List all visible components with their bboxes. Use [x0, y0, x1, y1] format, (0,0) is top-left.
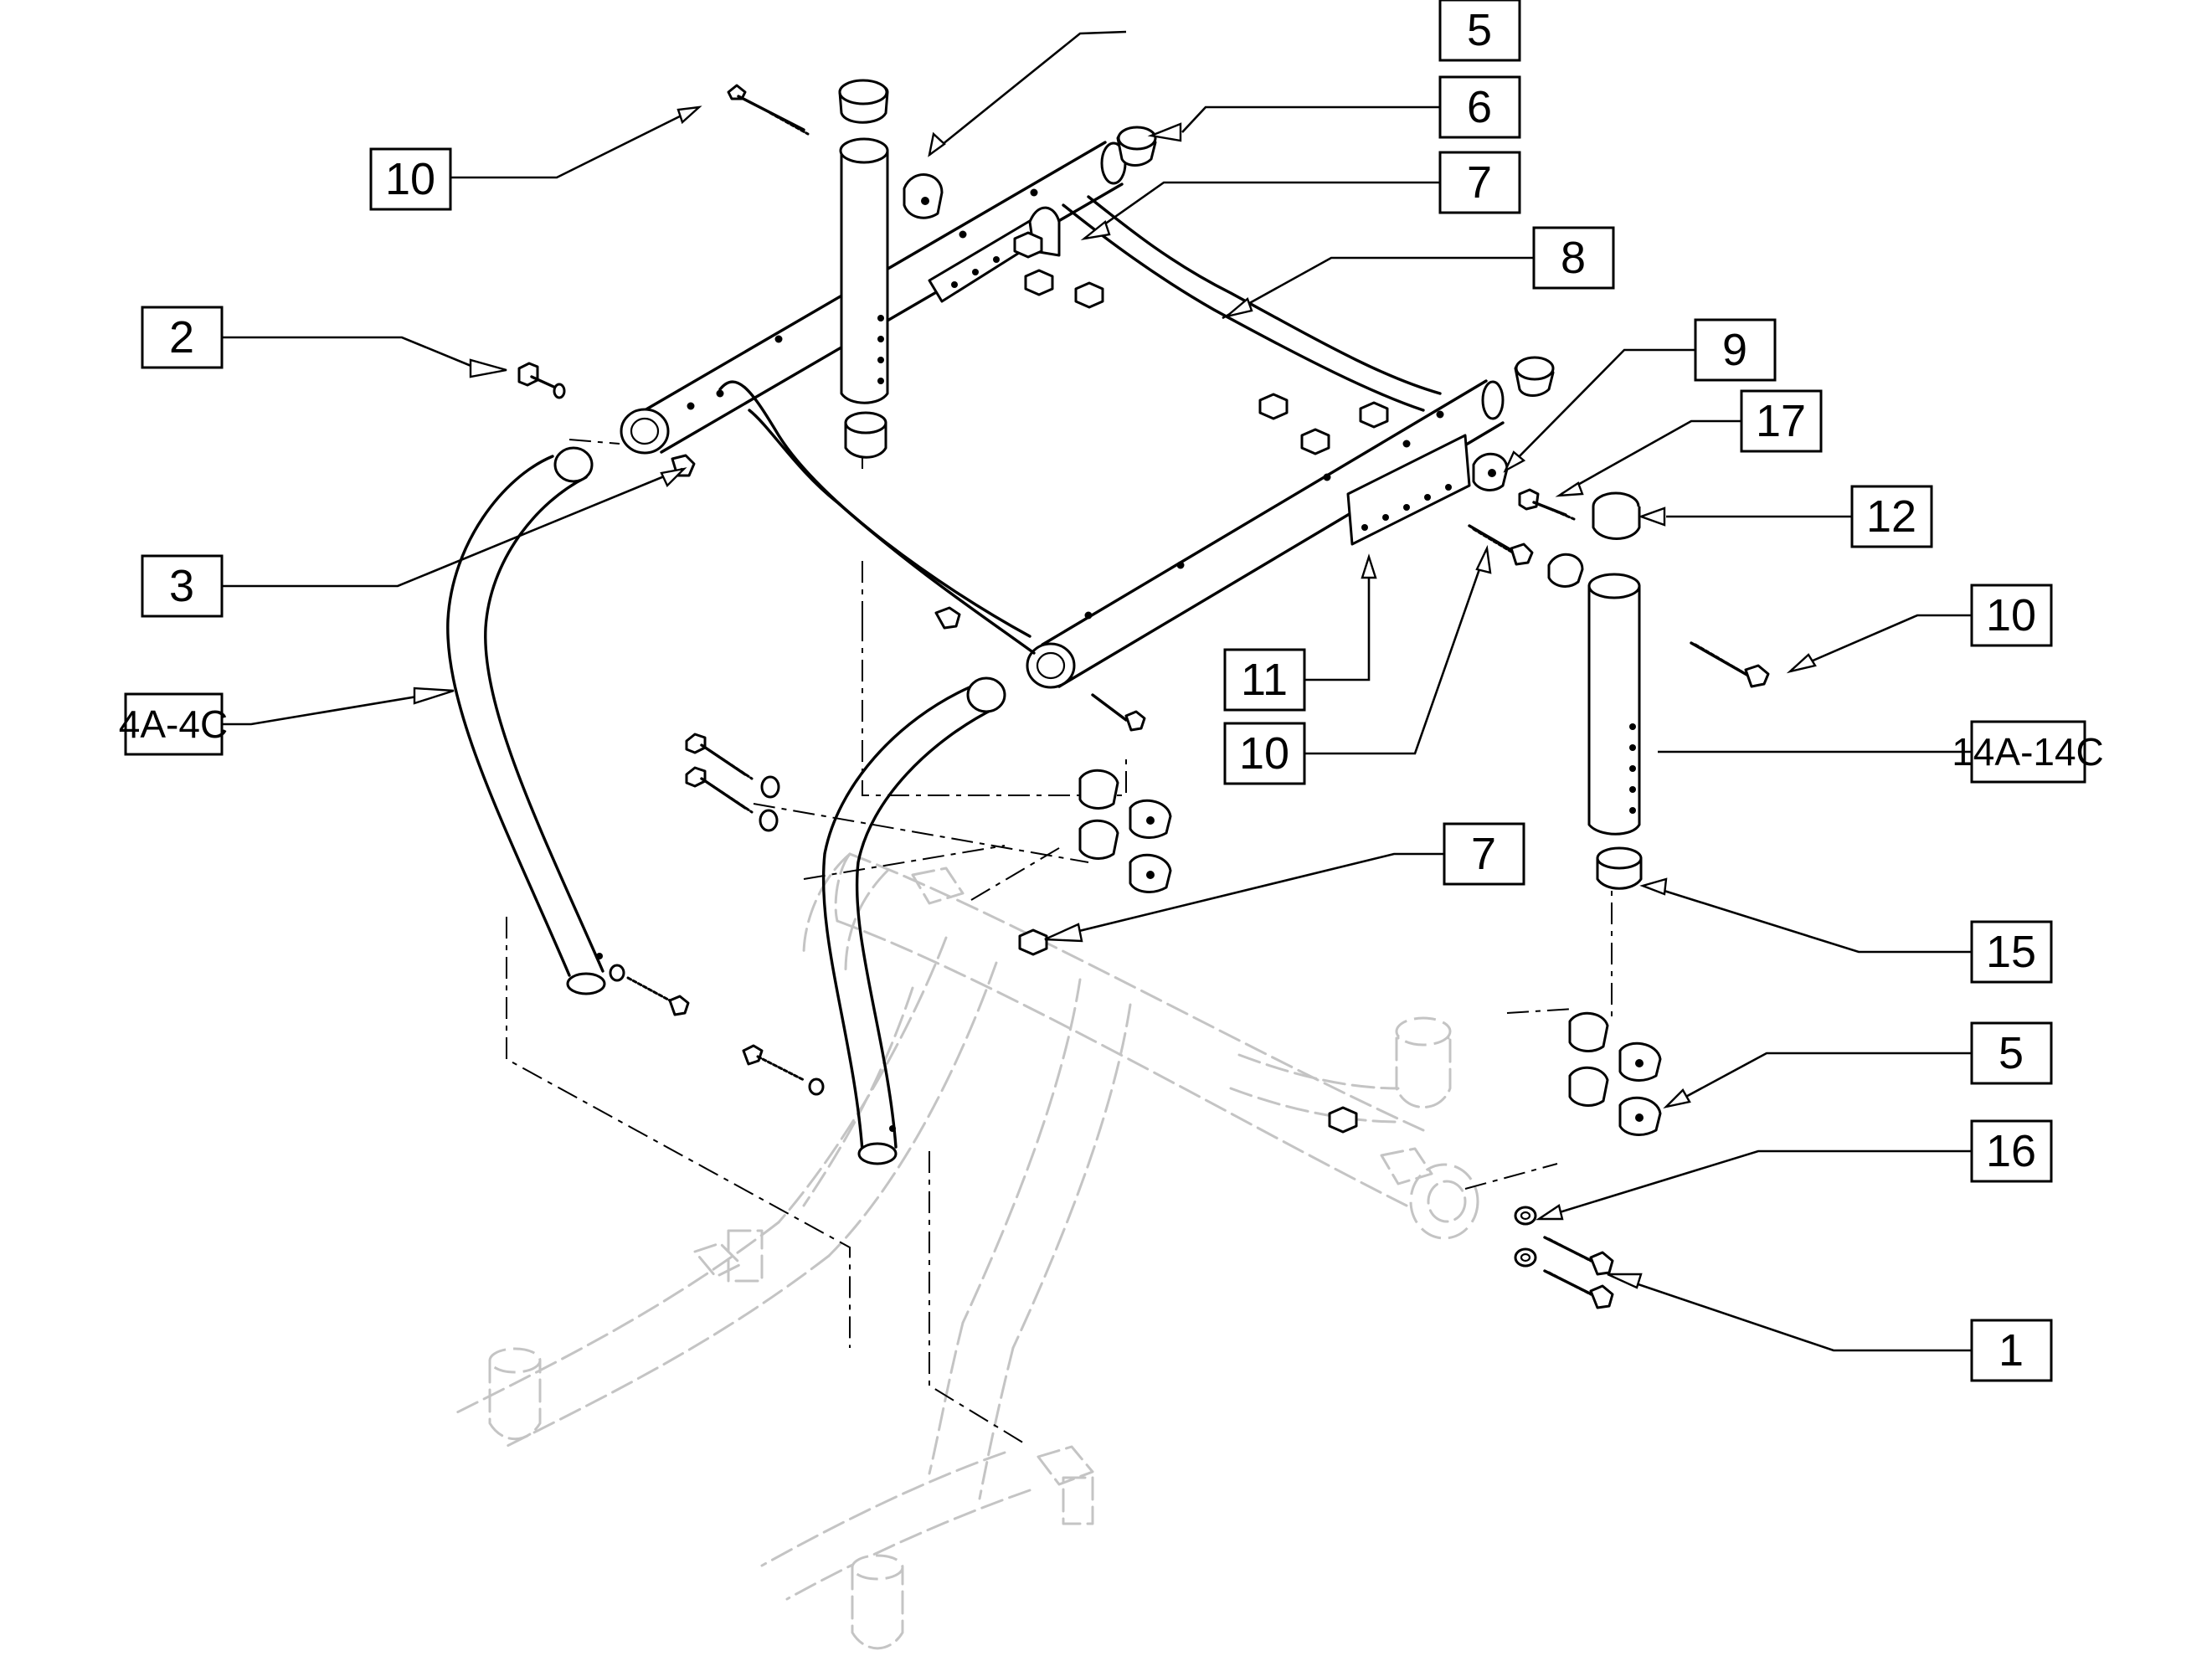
callout-label: 14A-14C	[1952, 730, 2104, 774]
locknuts	[1013, 231, 1389, 1134]
callout-c10b: 10	[1970, 584, 2053, 647]
callout-c16: 16	[1970, 1119, 2053, 1183]
spacers-upper	[903, 173, 1584, 588]
arm-tubes	[446, 446, 1006, 1165]
mounting-blocks	[1078, 769, 1662, 1136]
callout-c5b: 5	[1970, 1021, 2053, 1085]
callout-label: 2	[169, 312, 194, 363]
callout-label: 10	[1239, 728, 1289, 779]
callout-label: 3	[169, 561, 194, 611]
end-bushings	[1116, 126, 1555, 397]
callout-c1: 1	[1970, 1319, 2053, 1382]
callout-label: 17	[1756, 396, 1806, 446]
callout-label: 1	[1999, 1325, 2024, 1376]
callout-c9: 9	[1694, 318, 1777, 382]
callout-c11: 11	[1223, 648, 1306, 712]
callout-c12: 12	[1850, 485, 1933, 548]
callout-c6: 6	[1438, 75, 1521, 139]
callout-c3: 3	[141, 554, 224, 618]
seat-frame-assembly	[620, 141, 1505, 689]
callout-label: 9	[1722, 325, 1747, 375]
callout-c10a: 10	[369, 147, 452, 211]
callout-label: 10	[1986, 590, 2036, 640]
callout-label: 10	[385, 154, 435, 204]
callout-label: 5	[1467, 5, 1492, 55]
callout-c10c: 10	[1223, 722, 1306, 785]
callout-label: 7	[1467, 157, 1492, 208]
callout-c8: 8	[1532, 226, 1615, 290]
callout-label: 7	[1471, 829, 1496, 879]
callout-c7a: 7	[1438, 151, 1521, 214]
callout-c17: 17	[1740, 389, 1823, 453]
callout-c7b: 7	[1443, 822, 1525, 886]
callout-label: 15	[1986, 927, 2036, 977]
callout-c4: 4A-4C	[119, 692, 228, 756]
callout-label: 4A-4C	[119, 702, 228, 746]
callout-label: 12	[1866, 491, 1916, 542]
base-frame-reference	[450, 852, 1479, 1650]
callout-c14: 14A-14C	[1952, 720, 2104, 784]
callout-c15: 15	[1970, 920, 2053, 984]
callout-c5a: 5	[1438, 0, 1521, 62]
callout-label: 11	[1241, 655, 1288, 705]
callout-label: 16	[1986, 1126, 2036, 1176]
bolts-and-screws	[517, 84, 1770, 1309]
callout-label: 8	[1561, 233, 1586, 283]
callout-label: 6	[1467, 82, 1492, 132]
front-seat-post	[1587, 491, 1643, 890]
callout-label: 5	[1999, 1028, 2024, 1078]
rear-seat-post	[838, 79, 889, 459]
callout-c2: 2	[141, 306, 224, 369]
assembly-centerlines	[506, 435, 1613, 1445]
leader-lines	[222, 30, 1972, 1352]
